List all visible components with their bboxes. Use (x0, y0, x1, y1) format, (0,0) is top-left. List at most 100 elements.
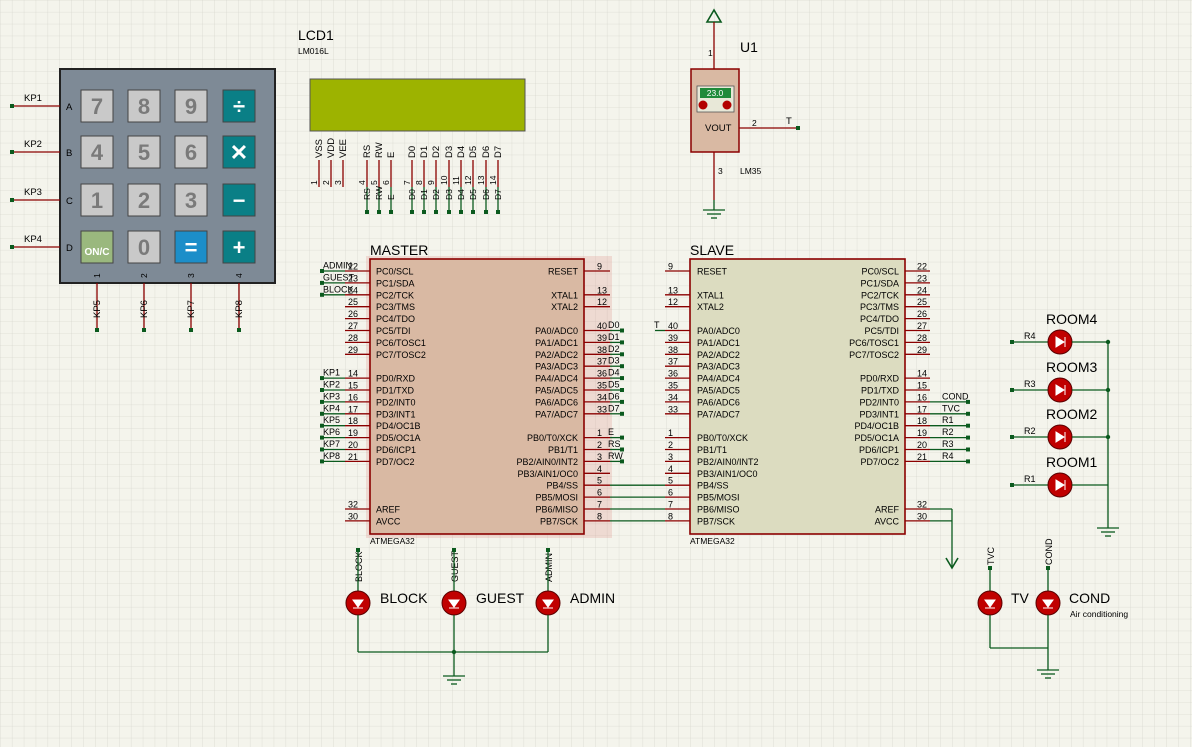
keypad-key[interactable] (127, 135, 161, 169)
net-label: GUEST (323, 272, 355, 282)
lcd-pin-name: D0 (407, 146, 418, 158)
net-label: R1 (1024, 474, 1036, 484)
keypad-key[interactable] (222, 135, 256, 169)
master-pin-name: PC1/SDA (376, 278, 415, 288)
keypad-key[interactable] (127, 230, 161, 264)
master-pin-number: 26 (348, 309, 358, 319)
slave-pin-number: 9 (668, 262, 673, 272)
master-pin-name: PB2/AIN0/INT2 (516, 457, 578, 467)
net-terminal (434, 210, 438, 214)
slave-pin-number: 8 (668, 511, 673, 521)
net-label: D0 (407, 189, 417, 200)
net-label: R3 (942, 439, 954, 449)
keypad-key[interactable] (80, 230, 114, 264)
net-terminal (620, 399, 624, 404)
slave-pin-number: 14 (917, 369, 927, 379)
master-pin-number: 33 (597, 404, 607, 414)
keypad-key[interactable] (222, 89, 256, 123)
net-terminal (320, 280, 324, 285)
led-diode-icon (352, 599, 364, 609)
keypad-key[interactable] (222, 230, 256, 264)
net-terminal (1010, 388, 1014, 392)
slave-pin-name: PA7/ADC7 (697, 409, 740, 419)
net-terminal (320, 388, 324, 392)
keypad-key[interactable] (127, 183, 161, 217)
slave-pin-number: 27 (917, 321, 927, 331)
lcd-part: LM016L (298, 46, 329, 56)
keypad-key[interactable] (127, 89, 161, 123)
keypad-key[interactable] (174, 135, 208, 169)
keypad-key[interactable] (174, 230, 208, 264)
master-chip-body[interactable] (369, 258, 585, 535)
net-terminal (189, 328, 193, 332)
lcd-pin-name: RW (374, 142, 385, 158)
keypad-key[interactable] (174, 89, 208, 123)
sensor-pin-number: 2 (752, 118, 757, 128)
slave-pin-name: PB7/SCK (697, 516, 735, 526)
led-diode-icon (1055, 384, 1066, 396)
master-title: MASTER (370, 242, 428, 258)
master-pin-number: 13 (597, 285, 607, 295)
net-terminal (496, 210, 500, 214)
slave-pin-name: PA4/ADC4 (697, 374, 740, 384)
master-pin-name: PB5/MOSI (535, 493, 578, 503)
net-label: D0 (608, 320, 620, 330)
master-pin-name: PD6/ICP1 (376, 445, 416, 455)
net-terminal (422, 210, 426, 214)
master-pin-number: 5 (597, 476, 602, 486)
slave-pin-name: PA2/ADC2 (697, 350, 740, 360)
slave-pin-number: 13 (668, 285, 678, 295)
keypad-key[interactable] (80, 135, 114, 169)
net-label: KP5 (323, 415, 340, 425)
sensor-ref: U1 (740, 39, 758, 55)
slave-pin-name: PD6/ICP1 (859, 445, 899, 455)
master-pin-name: PB1/T1 (548, 445, 578, 455)
net-terminal (1010, 483, 1014, 487)
slave-pin-name: PA3/ADC3 (697, 362, 740, 372)
slave-pin-number: 3 (668, 452, 673, 462)
net-label: KP2 (323, 380, 340, 390)
keypad-key[interactable] (222, 183, 256, 217)
lcd-pin-name: VEE (338, 139, 349, 158)
keypad-key-label: 7 (91, 94, 103, 119)
slave-pin-name: PC0/SCL (861, 267, 899, 277)
led-diode-icon (1055, 336, 1066, 348)
lcd-pin-name: D6 (481, 146, 492, 158)
slave-pin-name: PD3/INT1 (859, 409, 899, 419)
sensor-pin-number: 3 (718, 166, 723, 176)
lcd-pin-name: VSS (314, 139, 325, 158)
lcd-pin-number: 9 (426, 180, 436, 185)
slave-pin-number: 24 (917, 285, 927, 295)
net-terminal (1010, 435, 1014, 439)
net-terminal (320, 447, 324, 452)
keypad-key[interactable] (174, 183, 208, 217)
net-label: ADMIN (544, 553, 554, 582)
master-pin-name: PA6/ADC6 (535, 397, 578, 407)
net-label: R3 (1024, 379, 1036, 389)
net-terminal (796, 126, 800, 130)
net-label: E (608, 427, 614, 437)
net-label: D6 (481, 189, 491, 200)
keypad-key-label: 1 (91, 188, 103, 213)
lcd-pin-number: 1 (309, 180, 319, 185)
master-pin-number: 6 (597, 488, 602, 498)
master-pin-number: 24 (348, 285, 358, 295)
master-pin-name: PC0/SCL (376, 267, 414, 277)
master-pin-number: 17 (348, 404, 358, 414)
slave-pin-name: PD7/OC2 (860, 457, 899, 467)
sensor-button-icon[interactable] (722, 100, 732, 110)
sensor-button-icon[interactable] (698, 100, 708, 110)
master-pin-name: PD1/TXD (376, 386, 415, 396)
keypad-key[interactable] (80, 89, 114, 123)
led-diode-icon (1055, 431, 1066, 443)
net-label: D4 (456, 189, 466, 200)
net-label: COND (1044, 538, 1054, 565)
slave-pin-number: 12 (668, 297, 678, 307)
net-terminal (95, 328, 99, 332)
keypad-key[interactable] (80, 183, 114, 217)
slave-chip-body[interactable] (689, 258, 906, 535)
keypad-col-label: 4 (234, 273, 244, 278)
net-label: D1 (419, 189, 429, 200)
master-pin-number: 28 (348, 333, 358, 343)
